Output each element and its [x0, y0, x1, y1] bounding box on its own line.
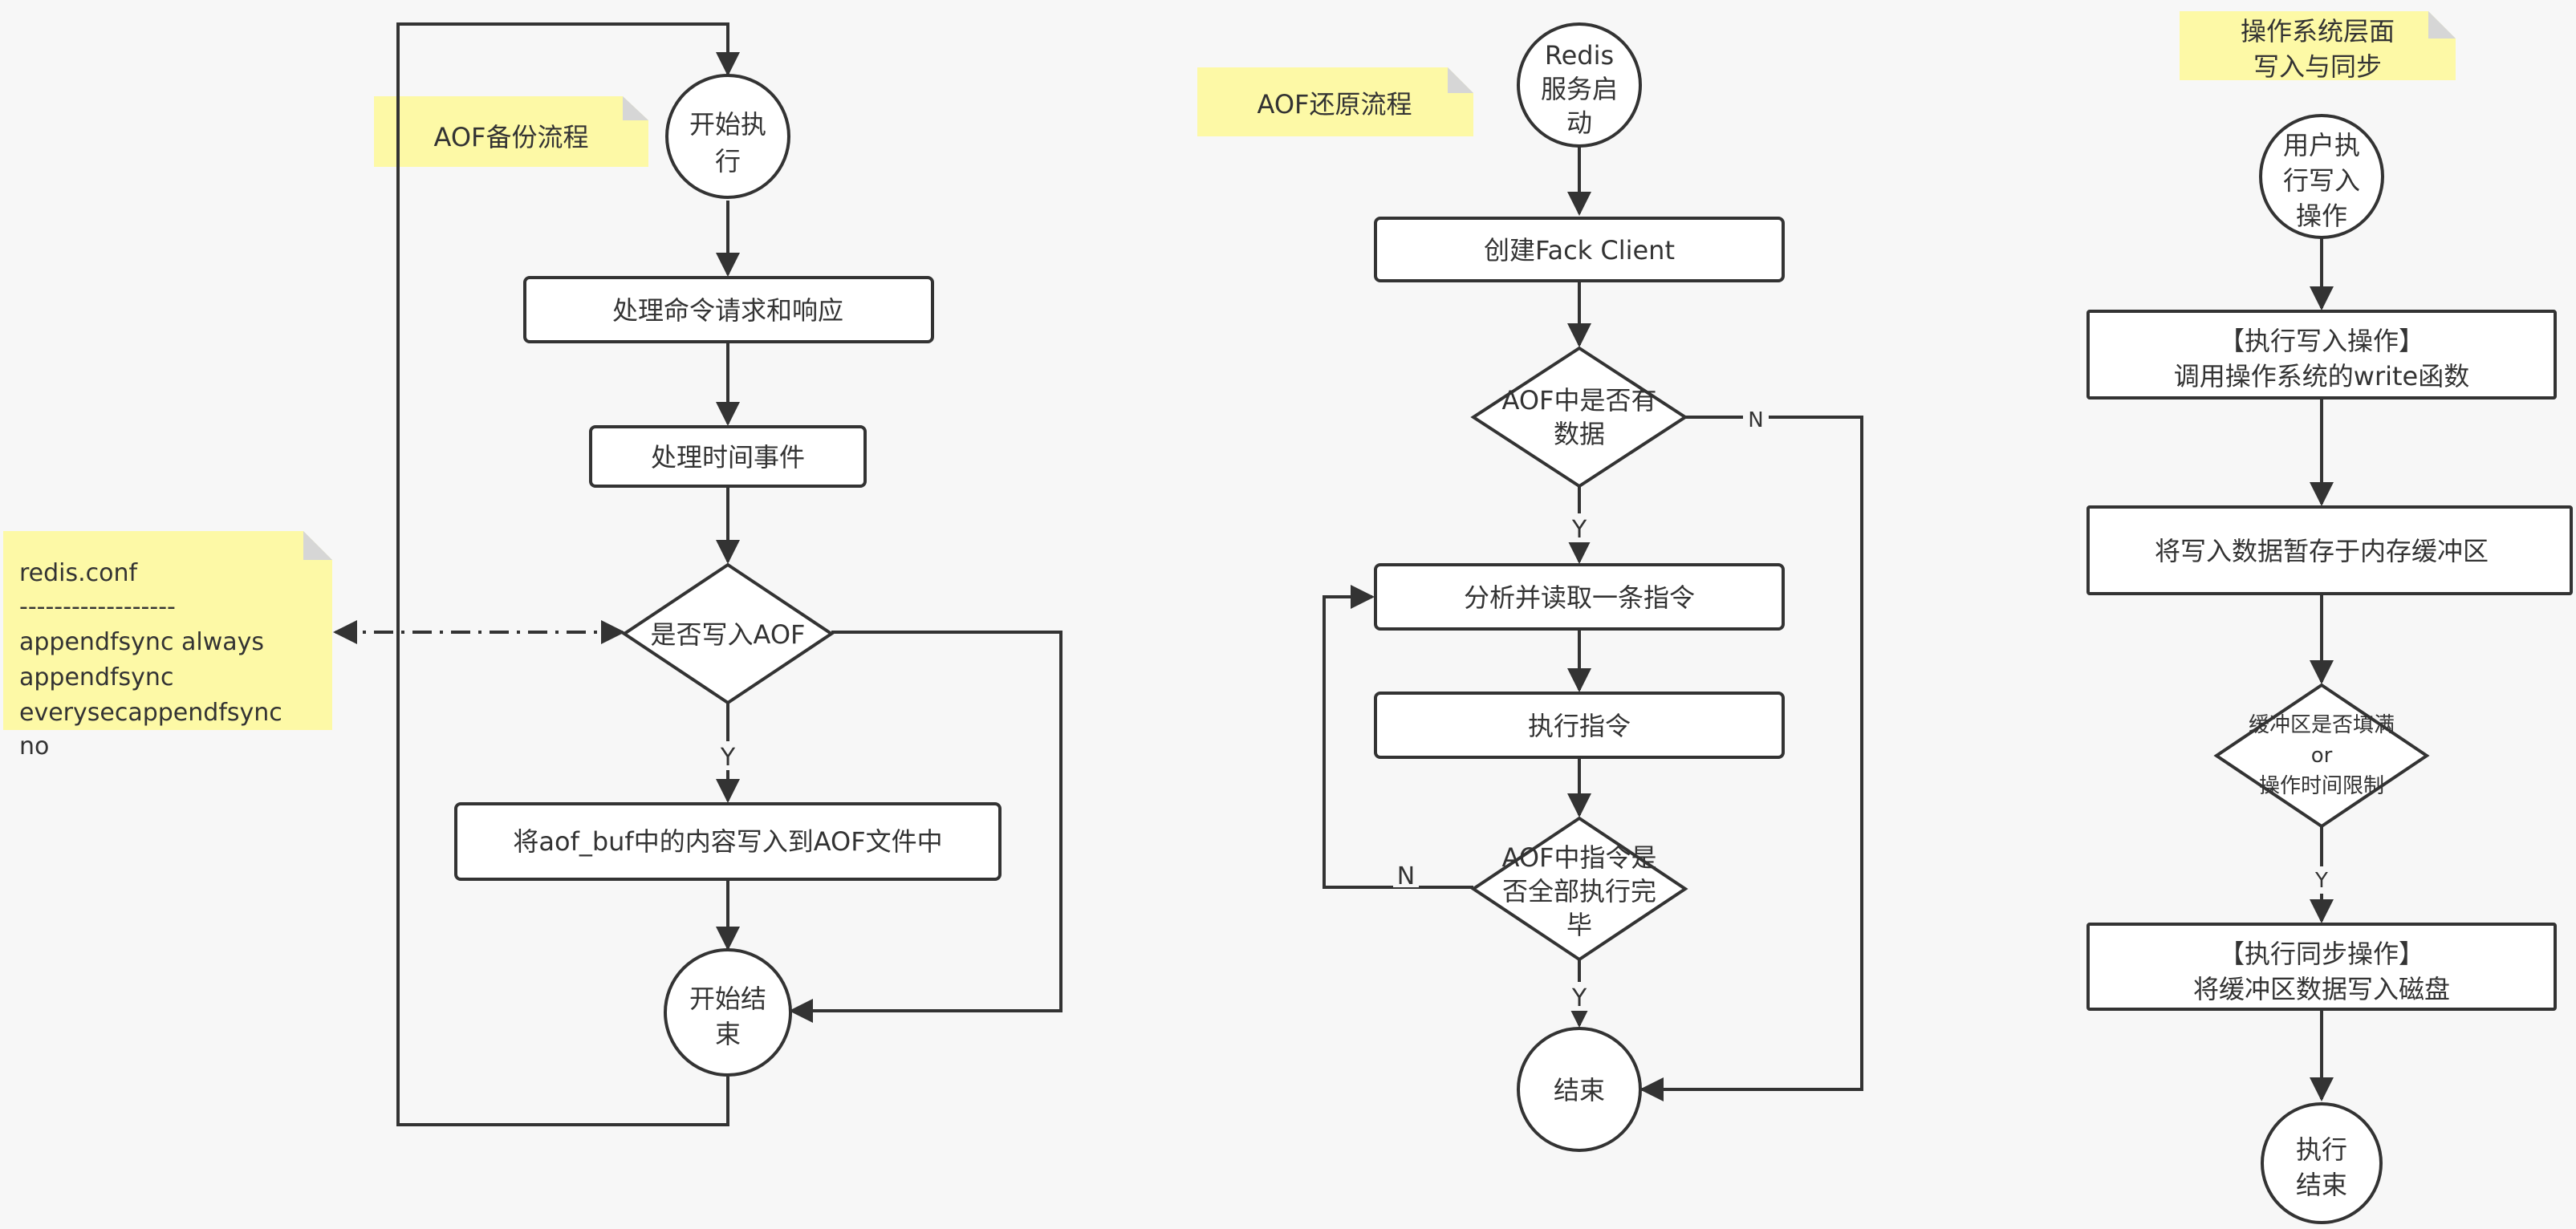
os-start-line1: 用户执 [2283, 130, 2360, 160]
conf-line-4: appendfsync [19, 663, 173, 692]
no-label-2-bg: N [1393, 860, 1419, 890]
note-os-layer-line1: 操作系统层面 [2241, 16, 2395, 47]
flow-backup: 开始执 行 处理命令请求和响应 处理时间事件 是否写入AOF Y 将aof_bu… [333, 22, 1062, 1126]
yes-label-os-bg: Y [2310, 866, 2333, 894]
write-op-line1: 【执行写入操作】 [2219, 326, 2424, 356]
buffer-store-label: 将写入数据暂存于内存缓冲区 [2155, 536, 2489, 566]
decision-buffer-line3: 操作时间限制 [2259, 774, 2384, 798]
no-label-1-bg: N [1743, 404, 1769, 432]
write-buf-label: 将aof_buf中的内容写入到AOF文件中 [513, 826, 942, 857]
execute-command-label: 执行指令 [1528, 711, 1631, 741]
sync-op-line1: 【执行同步操作】 [2219, 939, 2424, 969]
no-label-2: N [1397, 862, 1415, 890]
process-time-box: 处理时间事件 [589, 425, 867, 488]
restore-end-node: 结束 [1517, 1027, 1642, 1152]
os-end-node: 执行 结束 [2261, 1102, 2383, 1224]
conf-line-3: appendfsync always [19, 628, 264, 656]
decision-all-done-line3: 毕 [1566, 910, 1592, 940]
decision-has-data-line1: AOF中是否有 [1502, 385, 1657, 416]
edge-no-data-to-end [1639, 416, 1863, 1101]
backup-start-line1: 开始执 [689, 109, 766, 140]
sync-op-box: 【执行同步操作】 将缓冲区数据写入磁盘 [2086, 923, 2557, 1011]
decision-has-data: AOF中是否有 数据 [1470, 346, 1688, 489]
restore-start-line2: 服务启 [1541, 74, 1618, 104]
decision-buffer-line2: or [2311, 744, 2333, 768]
edge-decision-skip [789, 631, 1062, 1023]
note-aof-backup: AOF备份流程 [374, 96, 648, 167]
os-start-line3: 操作 [2296, 201, 2347, 231]
note-redis-conf: redis.conf ------------------ appendfsyn… [3, 531, 332, 761]
write-op-line2: 调用操作系统的write函数 [2174, 361, 2469, 391]
restore-start-node: Redis 服务启 动 [1517, 22, 1642, 148]
decision-write-aof: 是否写入AOF [621, 562, 835, 705]
note-os-layer: 操作系统层面 写入与同步 [2180, 11, 2456, 82]
process-commands-label: 处理命令请求和响应 [612, 295, 843, 326]
decision-buffer-line1: 缓冲区是否填满 [2249, 713, 2395, 737]
restore-start-line1: Redis [1545, 40, 1614, 71]
backup-end-line1: 开始结 [689, 984, 766, 1014]
yes-label-1-bg: Y [1567, 513, 1591, 544]
restore-start-line3: 动 [1566, 107, 1592, 138]
flow-os: 用户执 行写入 操作 【执行写入操作】 调用操作系统的write函数 将写入数据… [2086, 114, 2573, 1224]
yes-label-2: Y [1571, 984, 1587, 1012]
backup-start-node: 开始执 行 [665, 74, 790, 199]
os-start-node: 用户执 行写入 操作 [2259, 114, 2384, 239]
os-end-line2: 结束 [2296, 1170, 2347, 1200]
conf-line-5: everysecappendfsync [19, 699, 282, 727]
note-os-layer-line2: 写入与同步 [2253, 51, 2382, 82]
sync-op-line2: 将缓冲区数据写入磁盘 [2193, 974, 2450, 1004]
write-buf-box: 将aof_buf中的内容写入到AOF文件中 [454, 802, 1002, 881]
execute-command-box: 执行指令 [1374, 692, 1785, 759]
decision-buffer: 缓冲区是否填满 or 操作时间限制 [2213, 683, 2430, 829]
decision-all-done: AOF中指令是 否全部执行完 毕 [1470, 816, 1688, 962]
yes-label-2-bg: Y [1567, 982, 1591, 1012]
yes-label-os: Y [2314, 869, 2328, 893]
backup-end-line2: 束 [715, 1019, 741, 1049]
backup-start-line2: 行 [715, 146, 741, 176]
decision-has-data-line2: 数据 [1554, 419, 1605, 449]
flow-restore: Redis 服务启 动 创建Fack Client AOF中是否有 数据 N Y… [1323, 22, 1863, 1152]
decision-write-aof-label: 是否写入AOF [651, 619, 806, 650]
process-time-label: 处理时间事件 [651, 442, 805, 473]
yes-label-backup-bg: Y [716, 741, 740, 772]
buffer-store-box: 将写入数据暂存于内存缓冲区 [2086, 505, 2573, 595]
parse-command-box: 分析并读取一条指令 [1374, 563, 1785, 631]
os-start-line2: 行写入 [2283, 165, 2360, 196]
no-label-1: N [1748, 408, 1763, 432]
conf-line-6: no [19, 732, 49, 761]
conf-line-1: redis.conf [19, 559, 139, 587]
restore-end-label: 结束 [1554, 1075, 1605, 1105]
backup-end-node: 开始结 束 [664, 948, 792, 1077]
create-client-label: 创建Fack Client [1484, 235, 1675, 266]
yes-label-backup: Y [720, 744, 736, 772]
parse-command-label: 分析并读取一条指令 [1464, 582, 1695, 613]
decision-all-done-line1: AOF中指令是 [1502, 842, 1657, 873]
yes-label-1: Y [1571, 516, 1587, 544]
create-client-box: 创建Fack Client [1374, 217, 1785, 282]
decision-all-done-line2: 否全部执行完 [1502, 876, 1656, 907]
process-commands-box: 处理命令请求和响应 [523, 276, 934, 343]
write-op-box: 【执行写入操作】 调用操作系统的write函数 [2086, 310, 2557, 400]
note-aof-restore-text: AOF还原流程 [1258, 89, 1412, 120]
note-aof-restore: AOF还原流程 [1197, 67, 1473, 136]
note-aof-backup-text: AOF备份流程 [434, 122, 589, 152]
conf-line-2: ------------------ [19, 593, 176, 621]
edge-loop-back [396, 22, 740, 1126]
os-end-line1: 执行 [2296, 1134, 2347, 1165]
